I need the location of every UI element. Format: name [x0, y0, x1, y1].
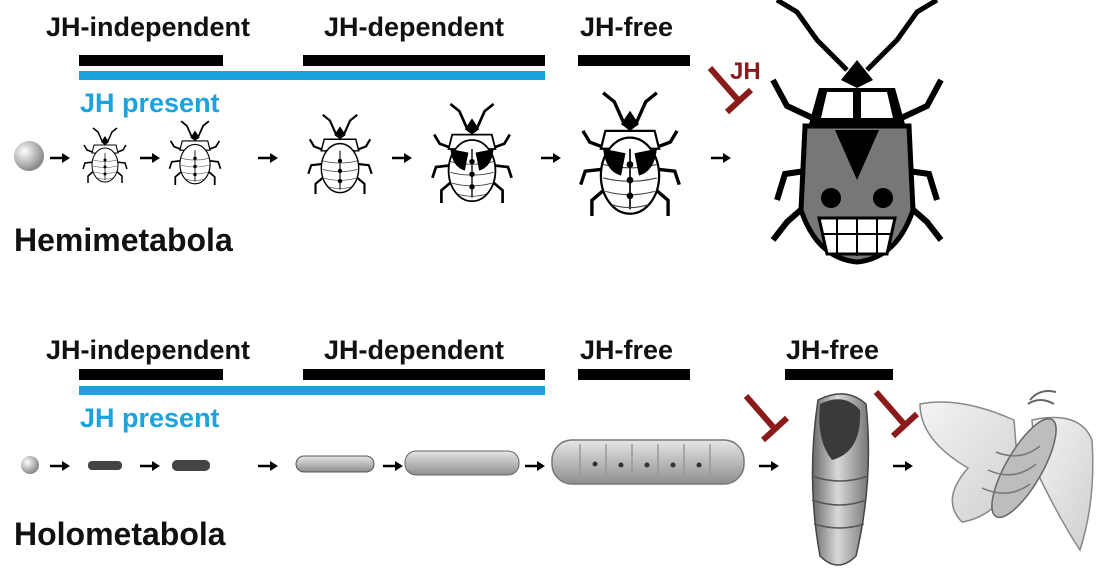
hemi-egg: [14, 141, 44, 171]
holo-arrow-3: [258, 461, 278, 471]
hemi-arrow-3: [258, 153, 278, 163]
hemi-arrow-5: [541, 153, 561, 163]
holo-arrow-5: [525, 461, 545, 471]
holo-jh-inhibitor-2: [876, 392, 917, 436]
hemi-nymph-3: [308, 115, 371, 194]
hemi-nymph-2: [169, 121, 220, 185]
holo-arrow-4: [383, 461, 403, 471]
hemi-arrow-6: [711, 153, 731, 163]
hemi-nymph-1: [83, 128, 127, 183]
holo-larva-5: [552, 440, 744, 484]
holo-arrow-1: [50, 461, 70, 471]
hemi-arrow-4: [392, 153, 412, 163]
holo-jh-inhibitor-1: [746, 396, 787, 440]
holo-arrow-2: [140, 461, 160, 471]
hemi-nymph-5: [581, 93, 680, 216]
holo-arrow-6: [759, 461, 779, 471]
holo-larva-4: [405, 451, 519, 475]
hemi-nymph-4: [432, 104, 511, 203]
hemi-arrow-1: [50, 153, 70, 163]
holo-larva-1: [88, 461, 122, 470]
holo-egg: [21, 456, 39, 474]
holo-adult-moth: [920, 391, 1093, 550]
holo-arrow-7: [893, 461, 913, 471]
holo-larva-3: [296, 456, 374, 472]
hemi-adult-bug: [773, 0, 941, 262]
hemi-arrow-2: [140, 153, 160, 163]
hemi-jh-inhibitor: [710, 68, 751, 112]
holo-pupa: [812, 394, 868, 565]
holo-larva-2: [172, 460, 210, 471]
